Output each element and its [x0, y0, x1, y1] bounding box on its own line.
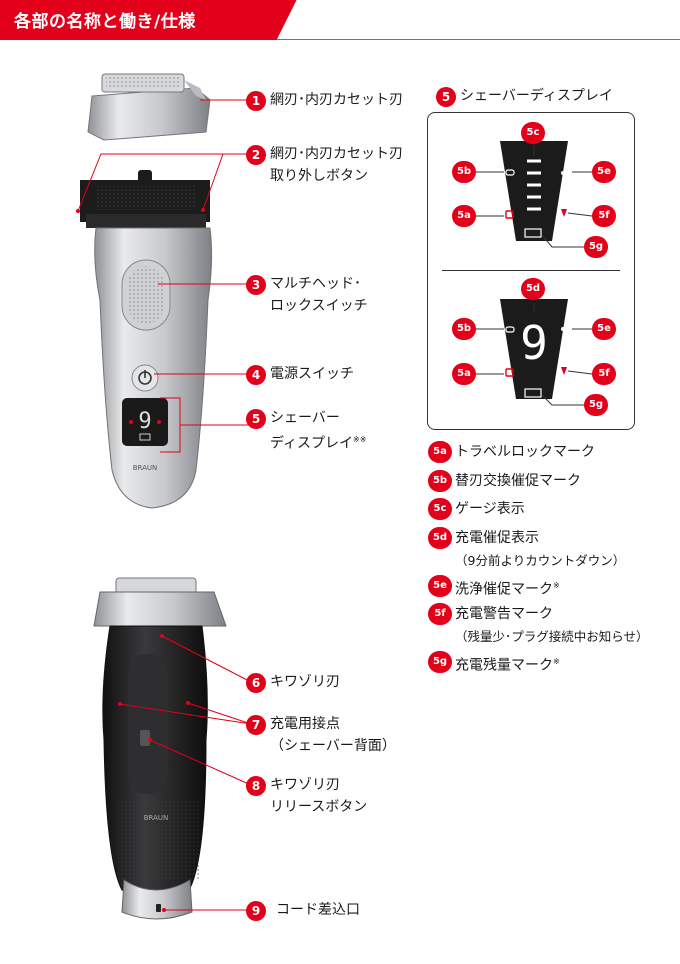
legend-text: 充電残量マーク※ — [455, 657, 560, 674]
legend-badge: 5f — [428, 603, 452, 625]
panel-top-badge-5f: 5f — [592, 205, 616, 227]
callout-label-5: シェーバーディスプレイ※※ — [270, 410, 367, 452]
display-panel: 9 5c 5b 5e 5a 5f 5g 5d 5b 5e 5a 5f 5g — [427, 112, 635, 430]
black-shaver-illustration: BRAUN — [93, 577, 227, 920]
svg-text:9: 9 — [520, 316, 548, 370]
display-panel-title: シェーバーディスプレイ — [460, 88, 613, 104]
panel-top-badge-5c: 5c — [521, 122, 545, 144]
callout-badge-9: 9 — [246, 901, 266, 921]
callout-badge-4: 4 — [246, 365, 266, 385]
callout-badge-3: 3 — [246, 275, 266, 295]
panel-bottom-badge-5e: 5e — [592, 318, 616, 340]
legend-badge: 5a — [428, 441, 452, 463]
legend-badge: 5e — [428, 575, 452, 597]
panel-bottom-badge-5f: 5f — [592, 363, 616, 385]
brand-logo: BRAUN — [133, 464, 158, 472]
legend-text: 充電警告マーク — [455, 606, 553, 622]
panel-top-badge-5b: 5b — [452, 161, 476, 183]
legend-badge: 5b — [428, 470, 452, 492]
callout-label-6: キワゾリ刃 — [270, 674, 340, 690]
page-title: 各部の名称と働き/仕様 — [14, 12, 196, 32]
legend-note: （残量少･プラグ接続中お知らせ） — [455, 629, 649, 644]
callout-label-7: 充電用接点（シェーバー背面） — [270, 716, 396, 754]
panel-bottom-badge-5g: 5g — [584, 394, 608, 416]
callout-label-8: キワゾリ刃リリースボタン — [270, 777, 368, 815]
legend-text: トラベルロックマーク — [455, 444, 595, 460]
panel-top-badge-5e: 5e — [592, 161, 616, 183]
header-banner — [0, 0, 680, 40]
svg-text:BRAUN: BRAUN — [144, 814, 169, 822]
callout-badge-2: 2 — [246, 145, 266, 165]
callout-badge-6: 6 — [246, 673, 266, 693]
callout-label-4: 電源スイッチ — [270, 366, 354, 382]
callout-label-1: 網刃･内刃カセット刃 — [270, 92, 403, 108]
legend-text: 替刃交換催促マーク — [455, 473, 581, 489]
panel-bottom-badge-5d: 5d — [521, 278, 545, 300]
callout-badge-7: 7 — [246, 715, 266, 735]
panel-top-badge-5a: 5a — [452, 205, 476, 227]
display-diagram: 9 — [476, 141, 593, 406]
callout-label-3: マルチヘッド･ロックスイッチ — [270, 276, 368, 314]
silver-shaver-illustration: 9 BRAUN — [80, 170, 213, 509]
legend-text: 洗浄催促マーク※ — [455, 581, 560, 598]
callout-badge-1: 1 — [246, 91, 266, 111]
legend-badge: 5c — [428, 498, 452, 520]
callout-label-2: 網刃･内刃カセット刃取り外しボタン — [270, 146, 403, 184]
legend-text: ゲージ表示 — [455, 501, 525, 517]
callout-label-9: コード差込口 — [276, 902, 360, 918]
legend-badge: 5d — [428, 527, 452, 549]
callout-badge-8: 8 — [246, 776, 266, 796]
legend-note: （9分前よりカウントダウン） — [455, 553, 626, 568]
legend-text: 充電催促表示 — [455, 530, 539, 546]
callout-badge-5: 5 — [246, 409, 266, 429]
panel-divider — [442, 270, 620, 271]
panel-top-badge-5g: 5g — [584, 236, 608, 258]
cassette-illustration — [87, 73, 211, 141]
display-panel-badge: 5 — [436, 87, 456, 107]
svg-text:9: 9 — [138, 409, 151, 434]
panel-bottom-badge-5a: 5a — [452, 363, 476, 385]
legend-badge: 5g — [428, 651, 452, 673]
panel-bottom-badge-5b: 5b — [452, 318, 476, 340]
